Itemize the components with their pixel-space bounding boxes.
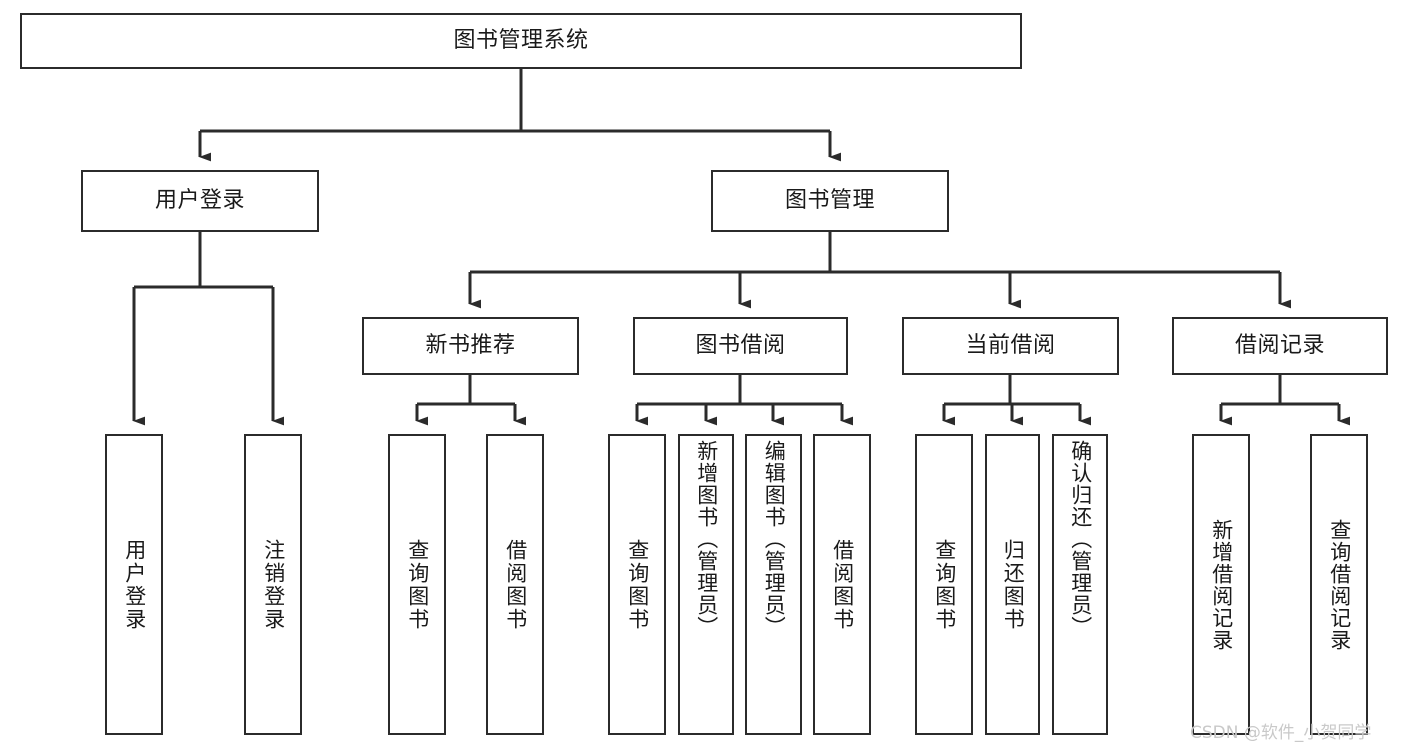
leaf-query-book-recommend[interactable]: 查询图书 <box>388 434 446 735</box>
node-label: 注销登录 <box>261 538 286 631</box>
leaf-query-borrow-record[interactable]: 查询借阅记录 <box>1310 434 1368 735</box>
node-label: 新增借阅记录 <box>1209 518 1234 651</box>
node-book-borrow[interactable]: 图书借阅 <box>633 317 848 375</box>
node-label: 新增图书（管理员） <box>694 440 719 638</box>
node-user-login[interactable]: 用户登录 <box>81 170 319 232</box>
node-new-book-recommend[interactable]: 新书推荐 <box>362 317 579 375</box>
node-label: 查询图书 <box>625 538 650 631</box>
node-label: 编辑图书（管理员） <box>762 440 787 638</box>
node-current-borrow[interactable]: 当前借阅 <box>902 317 1119 375</box>
leaf-edit-book-admin[interactable]: 编辑图书（管理员） <box>745 434 802 735</box>
node-label: 用户登录 <box>122 538 147 631</box>
leaf-add-book-admin[interactable]: 新增图书（管理员） <box>678 434 734 735</box>
leaf-user-login[interactable]: 用户登录 <box>105 434 163 735</box>
node-label: 图书管理 <box>784 187 875 213</box>
node-label: 归还图书 <box>1001 538 1026 631</box>
leaf-borrow-book[interactable]: 借阅图书 <box>813 434 871 735</box>
leaf-logout[interactable]: 注销登录 <box>244 434 302 735</box>
node-borrow-record[interactable]: 借阅记录 <box>1172 317 1388 375</box>
node-label: 用户登录 <box>154 187 245 213</box>
leaf-query-book-borrow[interactable]: 查询图书 <box>608 434 666 735</box>
node-label: 借阅图书 <box>503 538 528 631</box>
leaf-query-book-current[interactable]: 查询图书 <box>915 434 973 735</box>
leaf-borrow-book-recommend[interactable]: 借阅图书 <box>486 434 544 735</box>
node-root-system[interactable]: 图书管理系统 <box>20 13 1022 69</box>
node-label: 图书借阅 <box>695 332 786 358</box>
node-label: 确认归还（管理员） <box>1068 440 1093 638</box>
leaf-add-borrow-record[interactable]: 新增借阅记录 <box>1192 434 1250 735</box>
watermark-csdn: CSDN @软件_小贺同学 <box>1190 723 1372 743</box>
leaf-confirm-return-admin[interactable]: 确认归还（管理员） <box>1052 434 1108 735</box>
leaf-return-book[interactable]: 归还图书 <box>985 434 1040 735</box>
node-label: 查询图书 <box>932 538 957 631</box>
node-label: 借阅图书 <box>830 538 855 631</box>
node-label: 借阅记录 <box>1234 332 1325 358</box>
node-book-management[interactable]: 图书管理 <box>711 170 949 232</box>
node-label: 查询借阅记录 <box>1327 518 1352 651</box>
node-label: 图书管理系统 <box>453 27 589 53</box>
node-label: 当前借阅 <box>965 332 1056 358</box>
node-label: 查询图书 <box>405 538 430 631</box>
node-label: 新书推荐 <box>425 332 516 358</box>
